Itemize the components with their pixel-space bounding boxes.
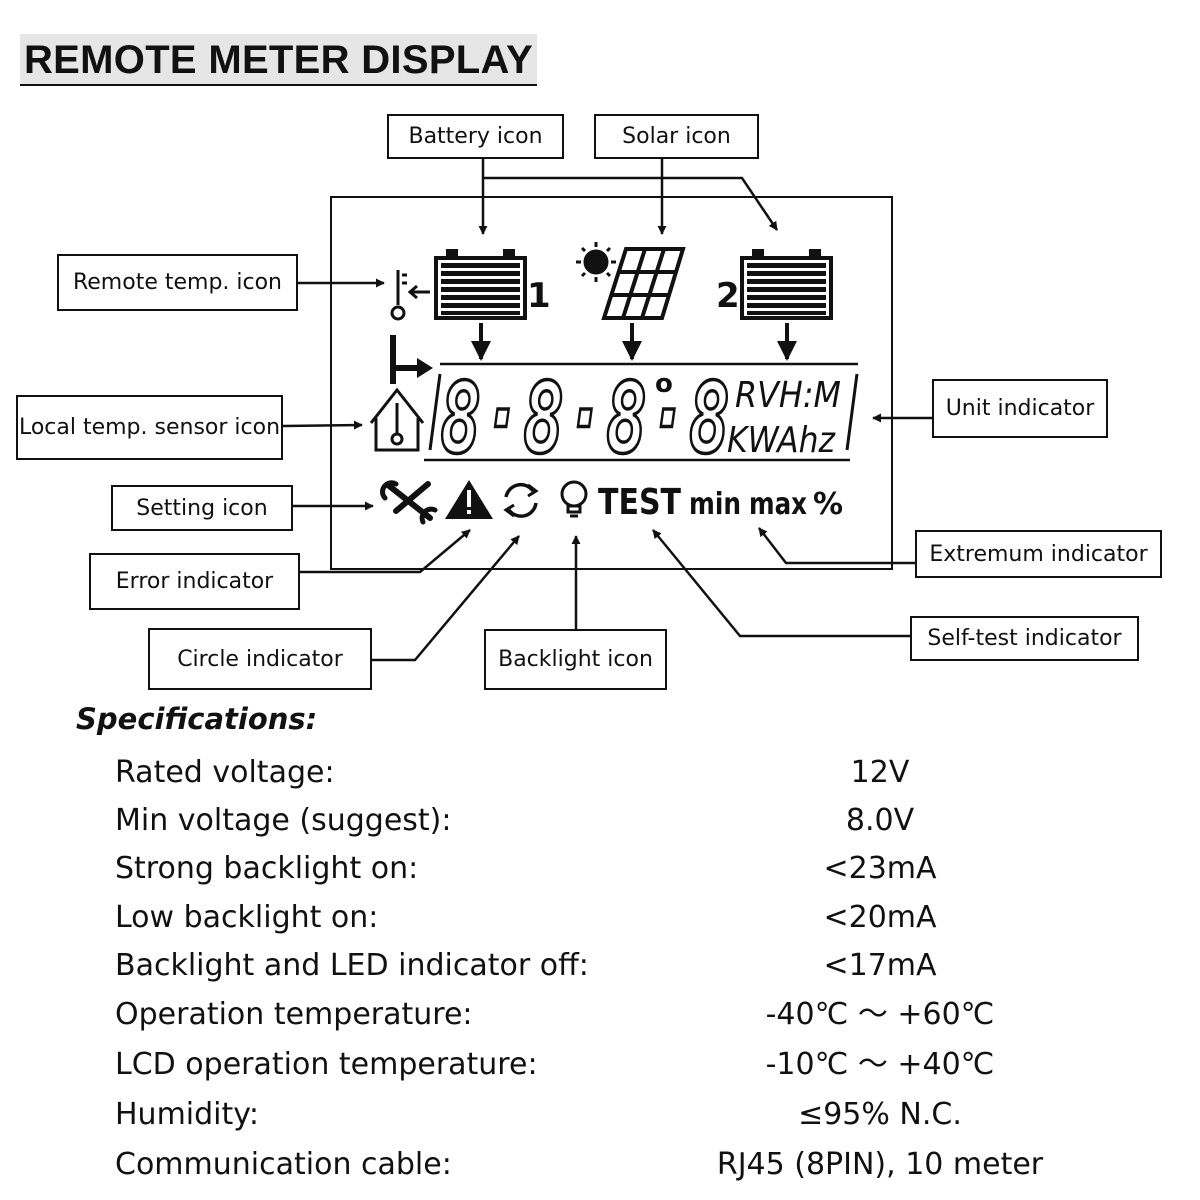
lcd-test: TEST: [598, 482, 681, 523]
battery-2-icon: [740, 249, 833, 320]
spec-value: ≤95% N.C.: [798, 1097, 962, 1132]
spec-row-min-voltage: Min voltage (suggest): 8.0V: [115, 797, 1175, 845]
spec-row-rated-voltage: Rated voltage: 12V: [115, 749, 1175, 797]
callout-local-temp-sensor-icon: Local temp. sensor icon: [16, 395, 283, 460]
spec-row-backlight-off: Backlight and LED indicator off: <17mA: [115, 942, 1175, 990]
spec-value: -40℃ ～ +60℃: [765, 997, 995, 1032]
callout-remote-temp-icon: Remote temp. icon: [57, 254, 298, 311]
page-title: REMOTE METER DISPLAY: [20, 34, 538, 86]
spec-label: LCD operation temperature:: [115, 1047, 538, 1082]
wrench-icon: [380, 480, 438, 525]
spec-row-lcd-operation-temperature: LCD operation temperature: -10℃ ～ +40℃: [115, 1041, 1175, 1089]
callout-backlight-icon: Backlight icon: [484, 629, 667, 690]
callout-solar-icon: Solar icon: [594, 114, 759, 159]
callout-self-test-indicator: Self-test indicator: [910, 616, 1139, 661]
spec-label: Humidity:: [115, 1097, 259, 1132]
lcd-unit-bottom: KWAhz: [727, 420, 836, 461]
callout-unit-indicator: Unit indicator: [932, 379, 1108, 438]
callout-battery-icon: Battery icon: [387, 114, 564, 159]
spec-row-low-backlight: Low backlight on: <20mA: [115, 894, 1175, 942]
meter-diagram: 1 2: [282, 158, 932, 662]
lcd-left-bar: [428, 373, 442, 451]
spec-row-humidity: Humidity: ≤95% N.C.: [115, 1091, 1175, 1139]
spec-value: <23mA: [823, 851, 937, 886]
circle-refresh-icon: [503, 482, 539, 518]
spec-value: -10℃ ～ +40℃: [765, 1047, 995, 1082]
lcd-degree: o: [655, 369, 673, 399]
spec-label: Operation temperature:: [115, 997, 473, 1032]
flow-arrow-icon: [390, 335, 433, 384]
spec-value: RJ45 (8PIN), 10 meter: [716, 1147, 1044, 1182]
spec-label: Strong backlight on:: [115, 851, 419, 886]
spec-value: 12V: [850, 755, 910, 790]
spec-row-strong-backlight: Strong backlight on: <23mA: [115, 845, 1175, 893]
error-triangle-icon: [445, 480, 493, 519]
spec-label: Communication cable:: [115, 1147, 452, 1182]
local-temp-sensor-icon: [369, 387, 425, 452]
solar-panel-icon: [601, 247, 686, 320]
remote-temp-icon: [390, 270, 430, 321]
callout-setting-icon: Setting icon: [111, 485, 293, 531]
callout-extremum-indicator: Extremum indicator: [915, 530, 1162, 578]
lcd-max: max: [749, 487, 807, 522]
lcd-right-bar: [845, 373, 859, 451]
specs-heading: Specifications:: [76, 702, 318, 736]
bulb-icon: [560, 480, 588, 518]
battery-1-number: 1: [527, 276, 551, 316]
spec-label: Rated voltage:: [115, 755, 335, 790]
callout-error-indicator: Error indicator: [89, 553, 300, 610]
lcd-min: min: [689, 487, 741, 522]
lcd-frame: [330, 196, 893, 570]
spec-label: Low backlight on:: [115, 900, 379, 935]
callout-circle-indicator: Circle indicator: [148, 628, 372, 690]
spec-row-operation-temperature: Operation temperature: -40℃ ～ +60℃: [115, 991, 1175, 1039]
lcd-digits: 8·8·8·8: [440, 362, 730, 476]
lcd-down-arrows: [471, 323, 797, 361]
spec-label: Min voltage (suggest):: [115, 803, 452, 838]
lcd-unit-top: RVH:M: [735, 375, 841, 416]
battery-2-number: 2: [716, 276, 740, 316]
spec-value: <20mA: [823, 900, 937, 935]
spec-row-communication-cable: Communication cable: RJ45 (8PIN), 10 met…: [115, 1141, 1175, 1189]
callout-leaders: [282, 158, 932, 662]
spec-label: Backlight and LED indicator off:: [115, 948, 589, 983]
spec-value: <17mA: [823, 948, 937, 983]
sun-icon: [576, 242, 616, 282]
spec-value: 8.0V: [845, 803, 915, 838]
battery-1-icon: [434, 249, 527, 320]
lcd-percent: %: [813, 487, 843, 522]
